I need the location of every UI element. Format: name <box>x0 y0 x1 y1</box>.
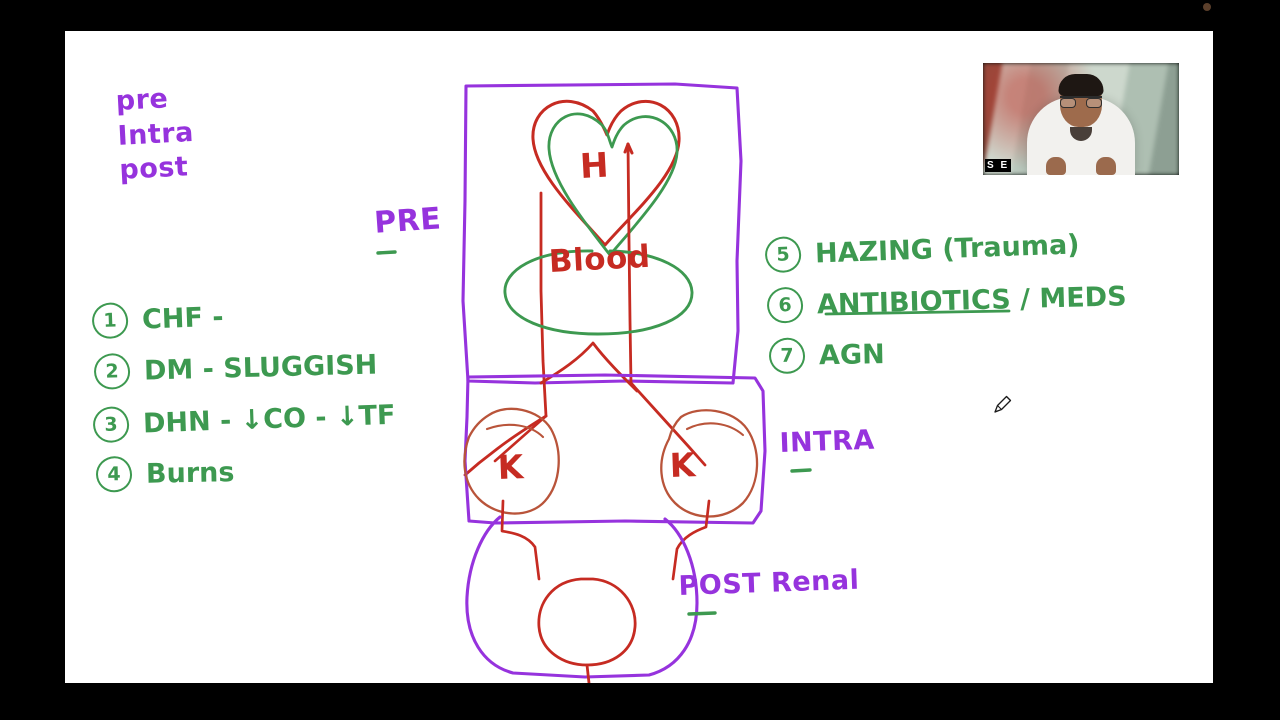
webcam-badge: S E <box>985 159 1012 172</box>
list-item-label: CHF - <box>141 301 225 336</box>
list-item: 1 CHF - <box>91 285 395 348</box>
list-number: 6 <box>766 286 804 324</box>
ureter-left <box>500 499 541 581</box>
list-item-label: DHN - ↓CO - ↓TF <box>142 399 396 439</box>
list-item-label: Burns <box>145 456 235 490</box>
webcam-hands <box>1046 157 1116 175</box>
vessel-right-descending <box>626 142 633 385</box>
pen-cursor-icon <box>994 395 1012 413</box>
list-item: 7 AGN <box>768 324 1129 382</box>
underline-intra <box>790 468 812 473</box>
bladder-outline <box>537 577 637 667</box>
list-number: 5 <box>764 236 802 274</box>
webcam-beard <box>1070 127 1092 141</box>
pelvis-outline <box>465 515 699 679</box>
glasses-icon <box>1060 96 1102 108</box>
heart-outline-red <box>531 99 681 247</box>
webcam-hair <box>1058 74 1104 96</box>
vessel-arrow-head <box>623 142 634 155</box>
chest-box-outline <box>461 82 743 385</box>
list-item: 4 Burns <box>95 443 399 500</box>
ink-drawing-layer <box>376 82 1011 683</box>
kidney-left-hilum <box>485 423 545 439</box>
underline-post <box>687 611 717 616</box>
underline-pre <box>376 250 397 255</box>
list-item-label: ANTIBIOTICS / MEDS <box>816 280 1127 320</box>
ureter-right <box>671 499 711 581</box>
list-item-label: AGN <box>818 338 885 371</box>
list-number: 1 <box>91 302 129 340</box>
heart-outline-green <box>547 112 679 257</box>
list-item: 3 DHN - ↓CO - ↓TF <box>92 389 396 452</box>
list-item: 2 DM - SLUGGISH <box>93 338 397 398</box>
underline-antibiotics-meds <box>824 309 1011 316</box>
pre-renal-causes-list: 1 CHF - 2 DM - SLUGGISH 3 DHN - ↓CO - ↓T… <box>91 290 397 498</box>
kidney-right-outline <box>660 409 759 518</box>
frame-artifact-dot <box>1203 3 1211 11</box>
kidney-left-outline <box>463 407 560 515</box>
list-item: 6 ANTIBIOTICS / MEDS <box>766 270 1127 331</box>
list-number: 4 <box>95 455 133 493</box>
post-renal-causes-list: 5 HAZING (Trauma) 6 ANTIBIOTICS / MEDS 7… <box>764 223 1127 379</box>
list-item-label: DM - SLUGGISH <box>143 348 378 387</box>
list-item-label: HAZING (Trauma) <box>814 228 1080 270</box>
renal-artery-right <box>629 381 707 467</box>
urethra <box>585 663 591 683</box>
vessel-crossing-left <box>493 414 548 463</box>
webcam-inset[interactable]: S E <box>983 63 1179 175</box>
blood-pool-ellipse <box>503 249 694 336</box>
kidney-right-hilum <box>685 422 745 437</box>
list-number: 7 <box>768 337 806 375</box>
list-number: 2 <box>93 352 131 390</box>
list-number: 3 <box>92 405 130 444</box>
